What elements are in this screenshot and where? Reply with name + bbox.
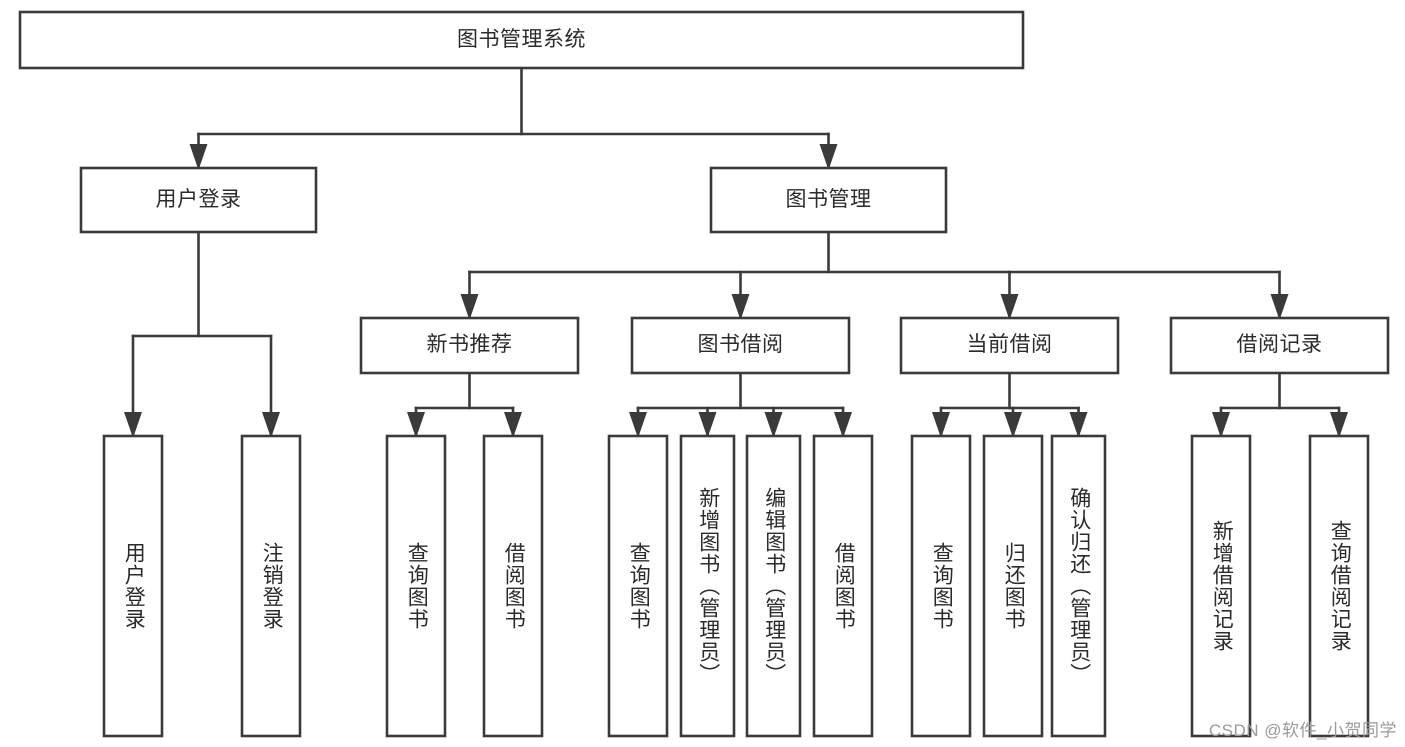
arrow-head-leaf-query-book-rec [407, 412, 425, 438]
node-box-root [18, 10, 1025, 70]
node-label-leaf-edit-book: 编辑图书（管理员） [762, 487, 786, 685]
node-box-leaf-query-book-cur [910, 434, 972, 738]
arrow-head-book-manage [819, 144, 838, 170]
arrow-head-current-borrow [1000, 294, 1019, 320]
node-label-leaf-query-book: 查询图书 [627, 542, 651, 630]
node-label-leaf-borrow-book-rec: 借阅图书 [502, 542, 526, 630]
node-box-current-borrow [899, 316, 1120, 375]
node-box-leaf-return-book [982, 434, 1044, 738]
node-box-leaf-add-book [679, 434, 736, 738]
node-box-leaf-borrow-book-rec [482, 434, 544, 738]
node-box-leaf-user-login [102, 434, 164, 738]
node-label-borrow-record: 借阅记录 [1236, 333, 1323, 357]
node-label-leaf-borrow-book: 借阅图书 [832, 542, 856, 630]
node-label-current-borrow: 当前借阅 [966, 333, 1053, 357]
arrow-head-leaf-add-book [698, 412, 717, 438]
node-box-new-book-rec [359, 316, 580, 375]
arrow-head-new-book-rec [460, 294, 479, 320]
arrow-head-leaf-edit-book [764, 412, 783, 438]
arrow-head-leaf-confirm-return [1069, 412, 1088, 438]
node-label-root: 图书管理系统 [457, 27, 586, 51]
arrow-head-leaf-query-record [1330, 412, 1348, 438]
node-label-leaf-query-record: 查询借阅记录 [1328, 520, 1352, 652]
node-label-book-borrow: 图书借阅 [697, 333, 784, 357]
arrow-head-leaf-user-logout [262, 412, 280, 438]
node-box-layer [18, 10, 1390, 738]
arrow-head-leaf-query-book [629, 412, 647, 438]
node-box-leaf-query-book-rec [385, 434, 447, 738]
connector-layer [124, 66, 1348, 438]
node-box-leaf-borrow-book [812, 434, 874, 738]
node-box-leaf-edit-book [745, 434, 802, 738]
arrow-head-borrow-record [1270, 294, 1289, 320]
watermark-text: CSDN @软件_小贺同学 [1208, 721, 1397, 740]
node-box-leaf-query-book [607, 434, 669, 738]
node-label-leaf-query-book-rec: 查询图书 [405, 542, 429, 630]
node-box-leaf-add-record [1190, 434, 1252, 738]
node-box-book-borrow [630, 316, 851, 375]
arrow-head-leaf-borrow-book [834, 412, 852, 438]
arrow-head-user-login [189, 144, 208, 170]
arrow-head-leaf-add-record [1212, 412, 1230, 438]
arrow-head-leaf-return-book [1004, 412, 1022, 438]
node-box-book-manage [709, 166, 948, 234]
arrow-head-leaf-query-book-cur [932, 412, 950, 438]
arrow-head-leaf-user-login [124, 412, 142, 438]
node-label-user-login: 用户登录 [155, 187, 242, 211]
node-box-leaf-query-record [1308, 434, 1370, 738]
arrow-head-leaf-borrow-book-rec [504, 412, 522, 438]
node-label-book-manage: 图书管理 [785, 187, 872, 211]
node-label-leaf-user-login: 用户登录 [122, 542, 146, 630]
node-label-leaf-user-logout: 注销登录 [260, 542, 284, 630]
node-box-leaf-confirm-return [1050, 434, 1107, 738]
node-label-leaf-add-book: 新增图书（管理员） [696, 487, 720, 685]
node-label-leaf-confirm-return: 确认归还（管理员） [1067, 487, 1091, 685]
node-box-user-login [79, 166, 318, 234]
node-label-new-book-rec: 新书推荐 [426, 333, 513, 357]
arrow-head-book-borrow [731, 294, 750, 320]
node-box-borrow-record [1169, 316, 1390, 375]
node-box-leaf-user-logout [240, 434, 302, 738]
node-label-leaf-add-record: 新增借阅记录 [1210, 520, 1234, 652]
node-label-leaf-query-book-cur: 查询图书 [930, 542, 954, 630]
node-label-leaf-return-book: 归还图书 [1002, 542, 1026, 630]
